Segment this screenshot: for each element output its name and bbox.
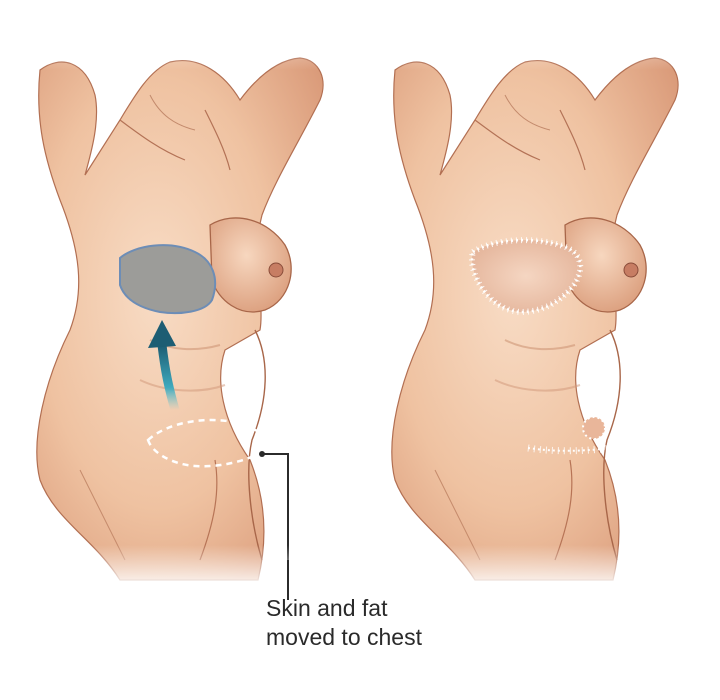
caption-line-2: moved to chest [266, 624, 422, 650]
caption-line-1: Skin and fat [266, 595, 388, 621]
left-figure-nipple [268, 262, 284, 278]
right-figure-arm [391, 57, 679, 581]
transfer-arrow-shaft [157, 340, 180, 415]
right-figure-breast [564, 217, 647, 313]
left-figure-breast [209, 217, 292, 313]
navel-stitches [582, 416, 606, 440]
left-figure-arm [36, 57, 324, 581]
right-torso [391, 57, 679, 581]
donor-site-outline [146, 418, 270, 468]
caption-label: Skin and fat moved to chest [266, 594, 422, 652]
transfer-arrow-head [148, 320, 176, 348]
graft-removed-area [119, 244, 217, 315]
left-torso [36, 57, 324, 600]
right-figure-nipple [623, 262, 639, 278]
